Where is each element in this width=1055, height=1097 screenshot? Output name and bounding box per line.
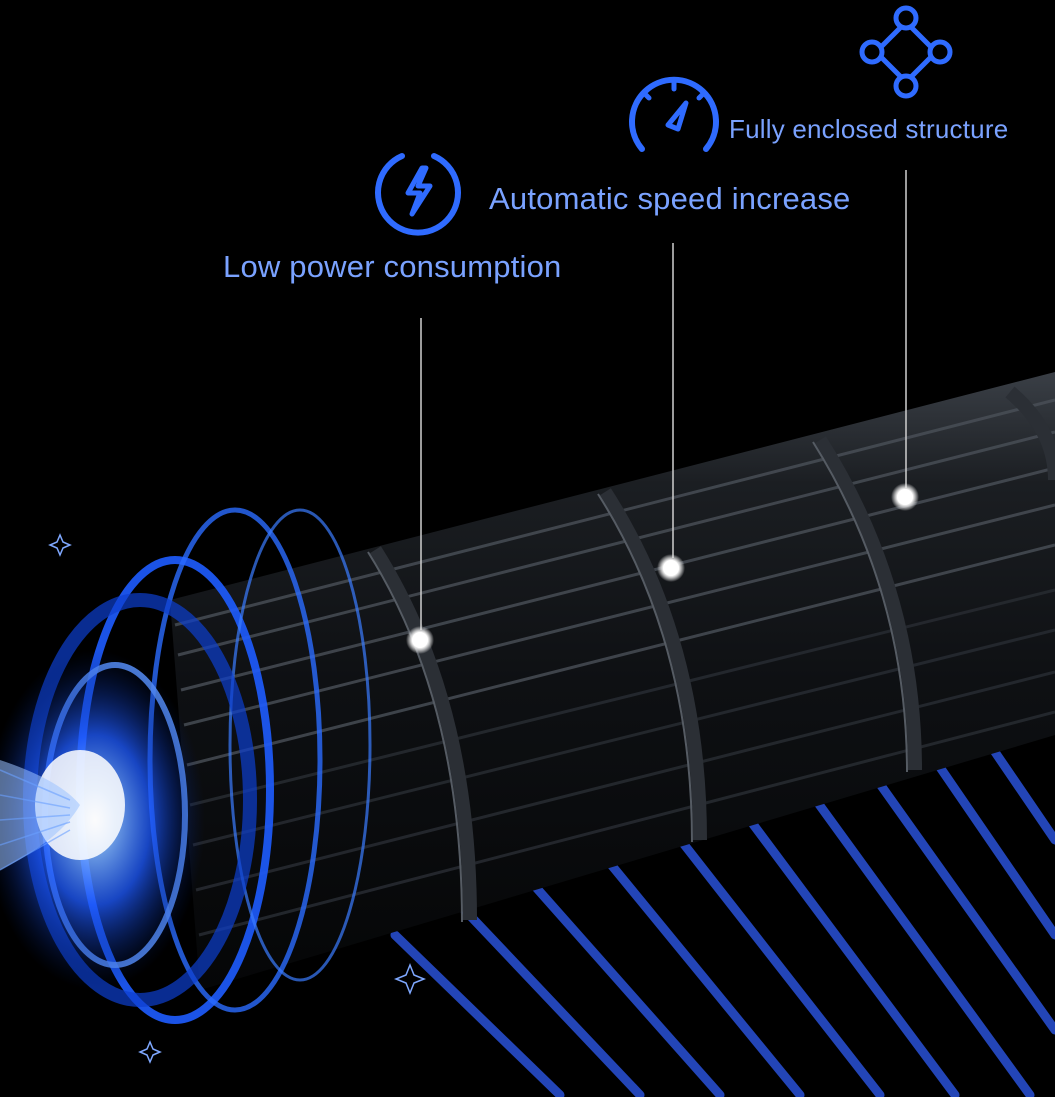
air-vortex	[0, 650, 205, 990]
speedometer-icon	[629, 76, 719, 152]
feature-label-low-power: Low power consumption	[223, 249, 562, 284]
grille-bars	[390, 747, 1055, 1097]
callout-auto-speed	[657, 243, 685, 582]
callout-enclosed	[891, 170, 919, 511]
feature-label-automatic-speed: Automatic speed increase	[489, 181, 851, 216]
callout-low-power	[406, 318, 434, 654]
lightning-bolt-icon	[375, 153, 461, 236]
fan-cylinder	[170, 372, 1055, 990]
sparkles	[48, 533, 427, 1064]
four-node-structure-icon	[859, 5, 953, 99]
feature-label-enclosed-structure: Fully enclosed structure	[729, 114, 1009, 144]
